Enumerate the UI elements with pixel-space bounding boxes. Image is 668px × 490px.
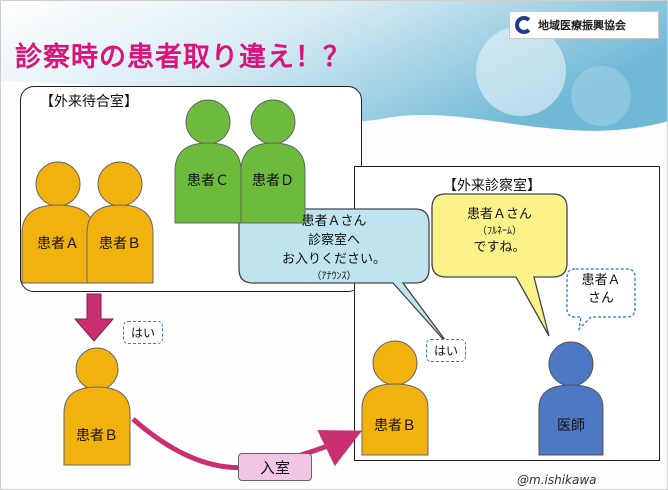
doctor-speech-text: 患者Ａさん （ﾌﾙﾈｰﾑ） ですね。 xyxy=(434,206,565,258)
announcement-line-1: 患者Ａさん xyxy=(301,214,367,229)
announcement-line-2: 診察室へ xyxy=(307,232,360,248)
doctor-thought-line-2: さん xyxy=(587,290,614,306)
exam-room-label: 【外来診察室】 xyxy=(443,178,541,194)
patient-c-label: 患者Ｃ xyxy=(187,173,229,189)
announcement-line-3: お入りください。 xyxy=(281,251,386,267)
move-down-arrow xyxy=(73,293,115,342)
doctor-speech-line-2: （ﾌﾙﾈｰﾑ） xyxy=(477,225,522,237)
announcement-text: 患者Ａさん 診察室へ お入りください。 （ｱﾅｳﾝｽ） xyxy=(243,213,425,284)
background-wave xyxy=(1,1,667,131)
organization-logo-icon xyxy=(515,16,533,34)
patient-b-exam-figure xyxy=(361,340,429,456)
doctor-thought-line-1: 患者Ａ xyxy=(581,273,621,288)
patient-b-exam-label: 患者Ｂ xyxy=(374,418,416,434)
doctor-thought-text: 患者Ａ さん xyxy=(568,272,634,307)
author-credit: @m.ishikawa xyxy=(517,473,597,487)
reply-hai-bubble-1: はい xyxy=(123,321,164,344)
doctor-thought-bubble xyxy=(566,268,636,331)
patient-b-label: 患者Ｂ xyxy=(99,236,141,252)
doctor-speech-line-3: ですね。 xyxy=(473,240,526,256)
enter-room-label: 入室 xyxy=(238,453,312,481)
organization-logo-text: 地域医療振興協会 xyxy=(538,19,626,32)
doctor-figure xyxy=(538,341,604,456)
reply-hai-bubble-2: はい xyxy=(426,339,467,362)
doctor-speech-line-1: 患者Ａさん xyxy=(466,207,532,222)
page-title: 診察時の患者取り違え！？ xyxy=(15,42,351,73)
patient-b-moving-label: 患者Ｂ xyxy=(76,428,118,444)
doctor-speech-bubble xyxy=(431,193,568,337)
patient-a-label: 患者Ａ xyxy=(37,236,79,252)
doctor-label: 医師 xyxy=(557,418,585,434)
patient-b-figure xyxy=(86,161,154,284)
patient-c-figure xyxy=(174,99,242,224)
patient-d-figure xyxy=(240,99,306,224)
announcement-line-4: （ｱﾅｳﾝｽ） xyxy=(311,270,357,282)
patient-b-moving-figure xyxy=(63,347,131,466)
organization-logo: 地域医療振興協会 xyxy=(509,11,659,39)
waiting-room-label: 【外来待合室】 xyxy=(40,94,138,110)
patient-d-label: 患者Ｄ xyxy=(252,173,294,189)
patient-a-figure xyxy=(21,161,95,284)
